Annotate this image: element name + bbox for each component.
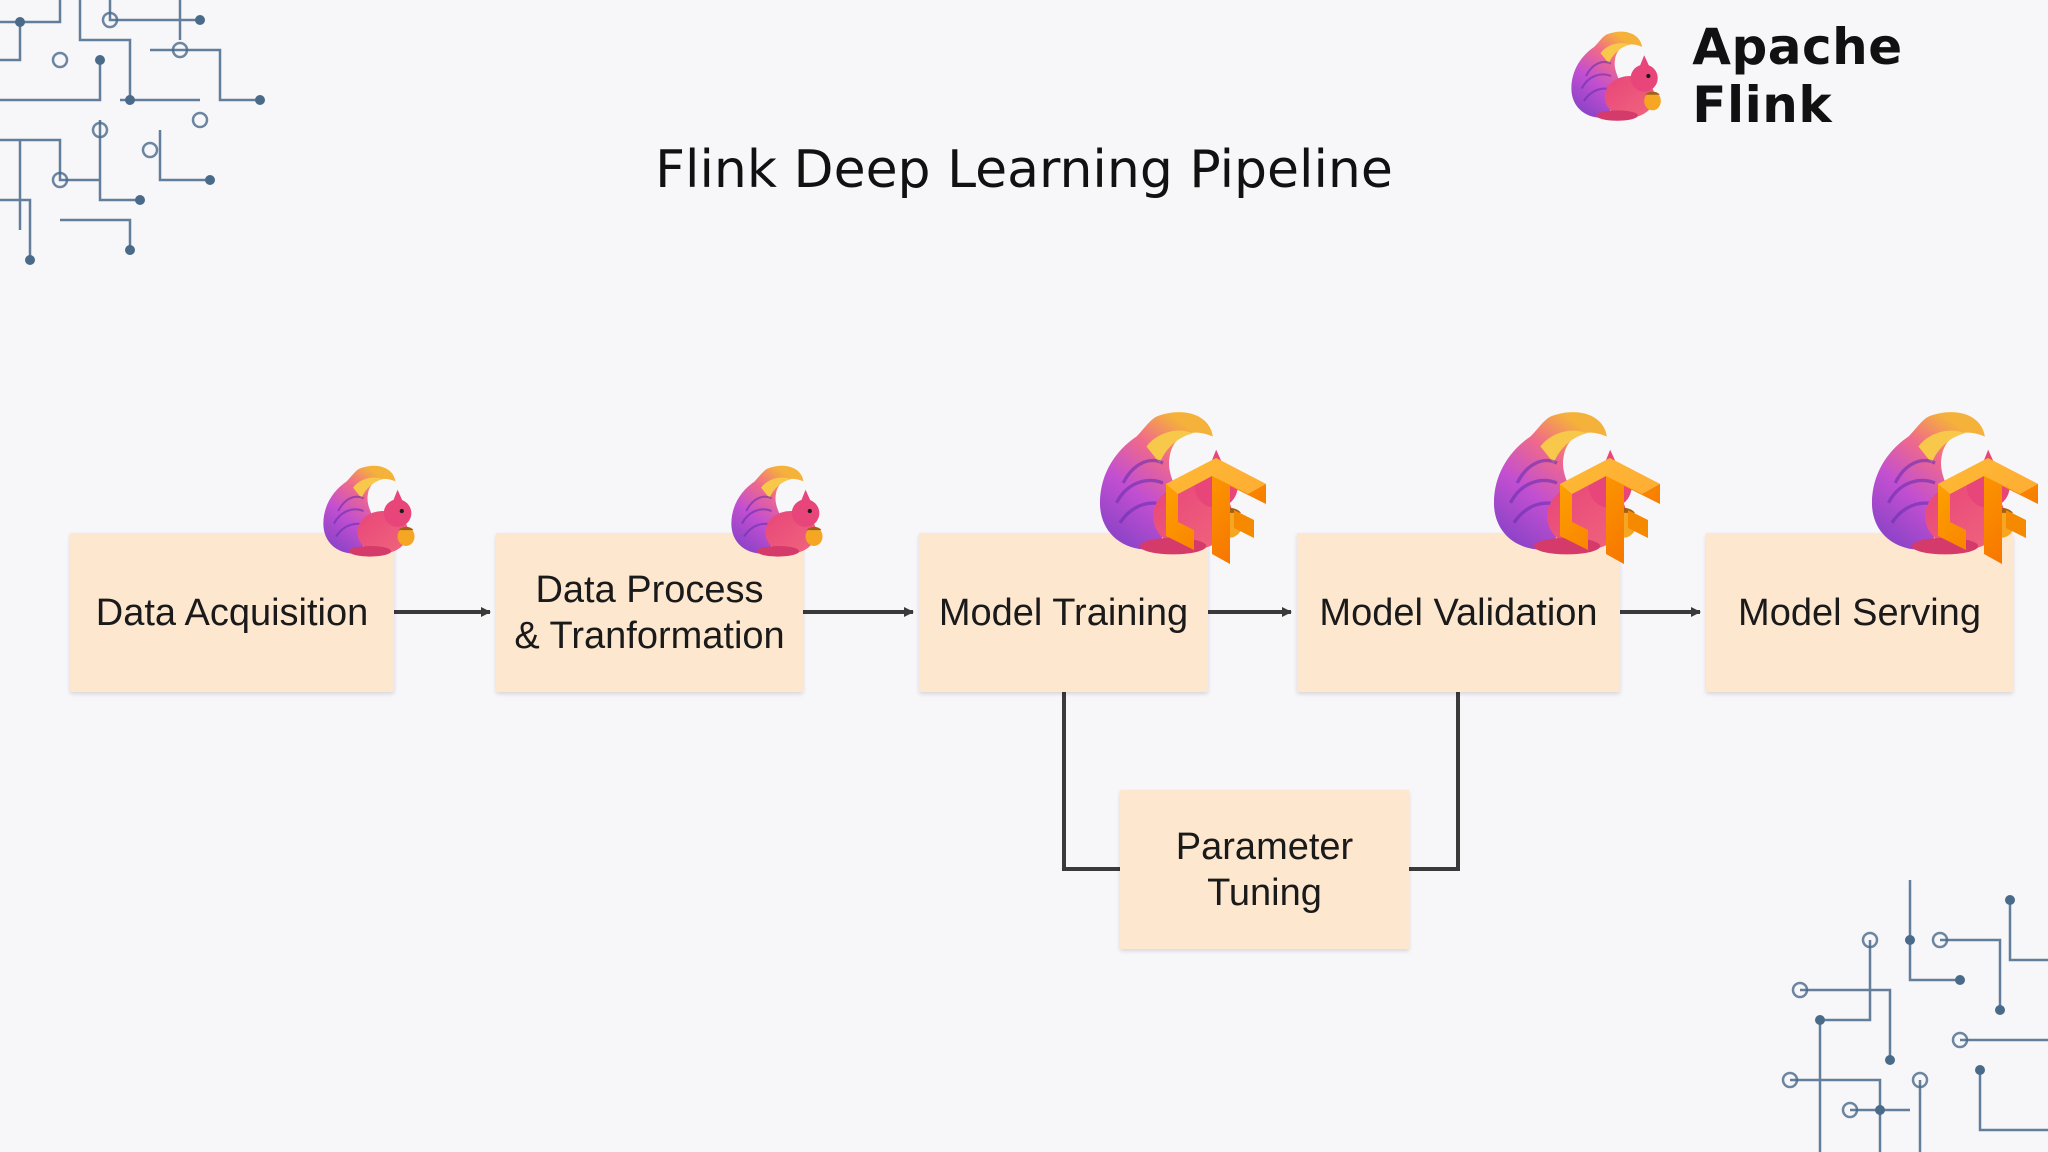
flink-squirrel-icon — [316, 458, 424, 564]
brand-name: Apache Flink — [1692, 18, 1903, 134]
circuit-decoration-bottom-right — [1781, 880, 2048, 1152]
tensorflow-icon — [1166, 458, 1266, 564]
stage-parameter-tuning: Parameter Tuning — [1120, 790, 1409, 949]
flink-squirrel-icon — [1564, 24, 1670, 128]
flink-squirrel-icon — [724, 458, 832, 564]
tensorflow-icon — [1560, 458, 1660, 564]
stage-model-serving: Model Serving — [1706, 533, 2013, 692]
stage-model-training: Model Training — [919, 533, 1208, 692]
stage-data-acquisition: Data Acquisition — [70, 533, 394, 692]
brand-header: Apache Flink — [1564, 18, 2048, 134]
page-title: Flink Deep Learning Pipeline — [655, 140, 1393, 200]
tensorflow-icon — [1938, 458, 2038, 564]
stage-data-process: Data Process & Tranformation — [496, 533, 803, 692]
stage-model-validation: Model Validation — [1297, 533, 1620, 692]
loop-tuning-to-validation — [1409, 692, 1460, 871]
loop-training-to-tuning — [1062, 692, 1120, 871]
circuit-decoration-top-left — [0, 0, 265, 265]
